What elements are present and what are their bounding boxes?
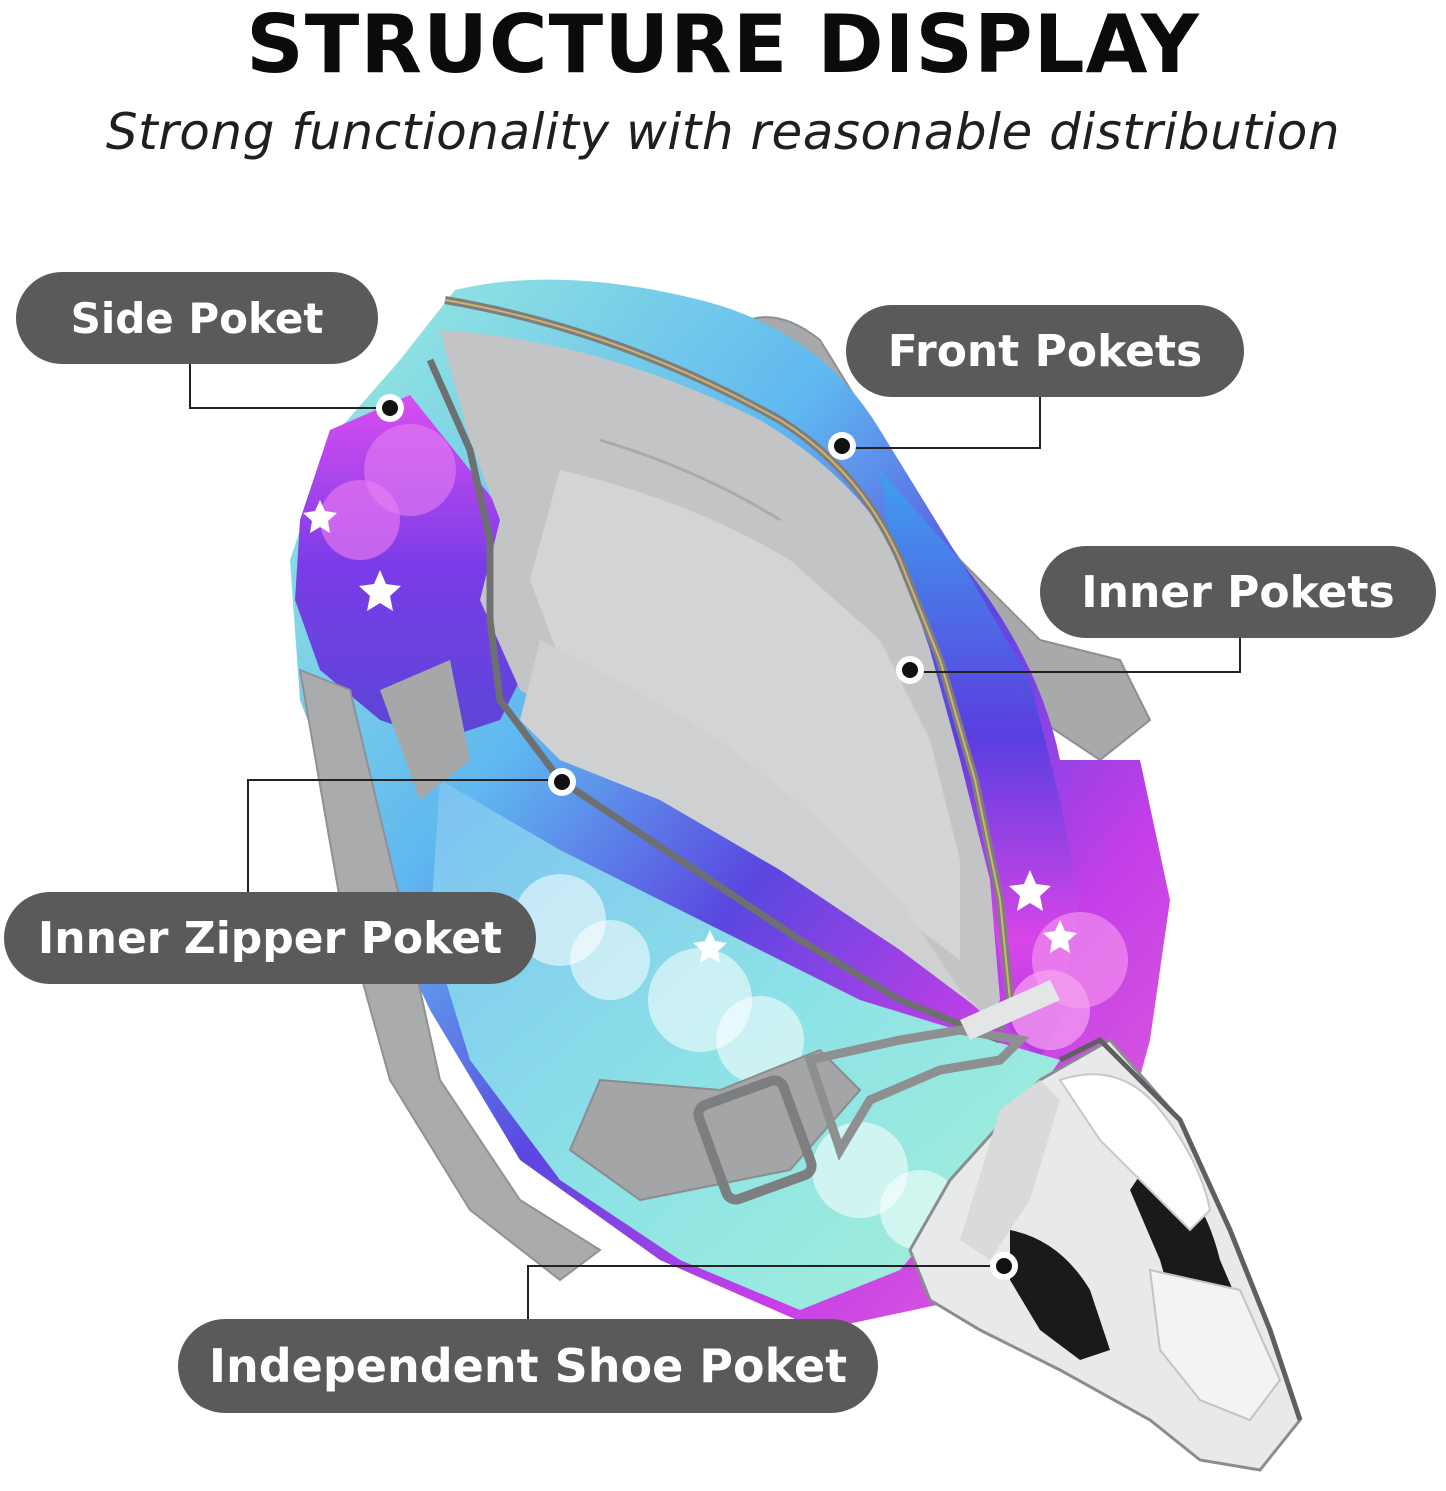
lower-zipper <box>426 358 1002 1044</box>
callout-line-side <box>189 364 390 409</box>
front-pocket-panel <box>880 470 1080 1060</box>
page-subtitle: Strong functionality with reasonable dis… <box>105 103 1341 161</box>
callout-line-shoe <box>527 1265 1004 1319</box>
callout-dots <box>376 394 1018 1280</box>
callout-lines <box>189 364 1241 1319</box>
callout-line-zipper <box>247 779 562 892</box>
metal-clip <box>804 1025 1030 1161</box>
inner-pocket-panel <box>530 470 960 960</box>
callout-line-inner <box>910 638 1241 673</box>
label-inner-pockets: Inner Pokets <box>1040 546 1436 638</box>
cloud-pattern <box>320 424 1128 1250</box>
shoulder-strap <box>298 668 602 1282</box>
strap-slider <box>693 1075 817 1205</box>
page-title: STRUCTURE DISPLAY <box>246 0 1200 91</box>
star-pattern <box>303 500 1077 963</box>
label-shoe-pocket: Independent Shoe Poket <box>178 1319 878 1413</box>
label-front-pockets: Front Pokets <box>846 305 1244 397</box>
inner-zipper-pocket-panel <box>520 640 980 1010</box>
label-side-pocket: Side Poket <box>16 272 378 364</box>
label-inner-zipper-pocket: Inner Zipper Poket <box>4 892 536 984</box>
callout-line-front <box>842 397 1041 449</box>
